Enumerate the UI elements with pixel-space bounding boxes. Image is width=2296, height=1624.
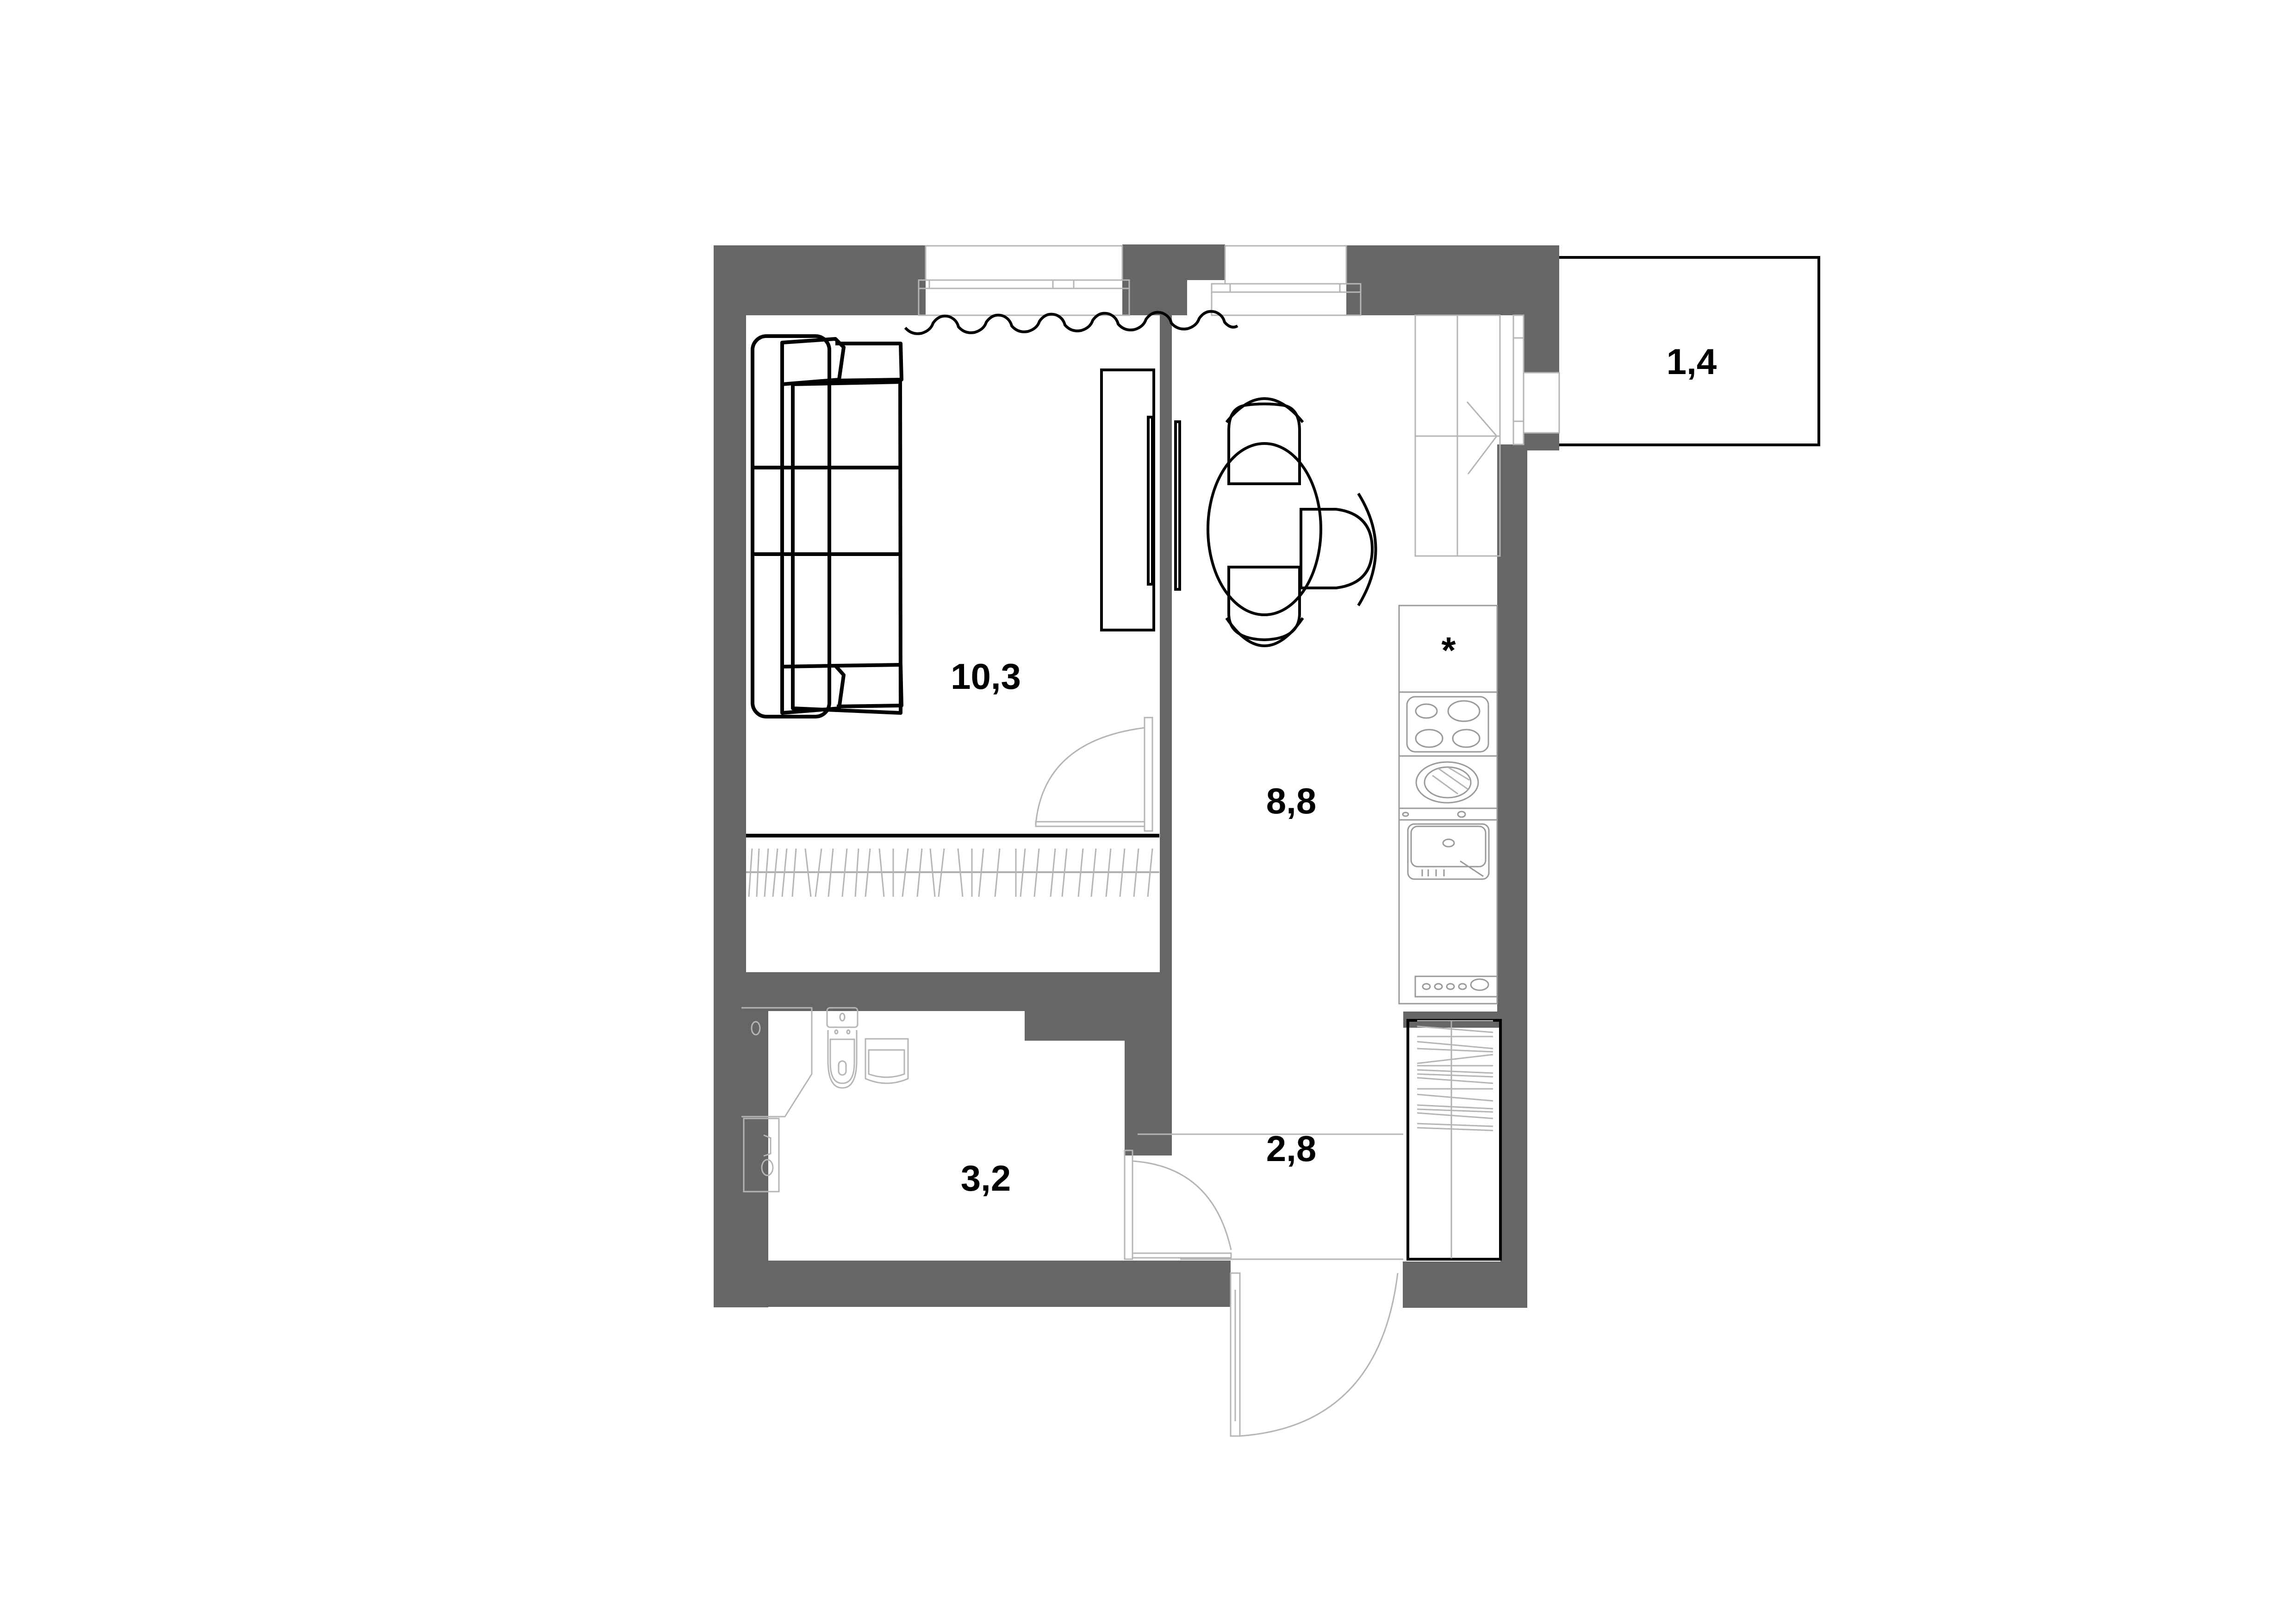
room-area-hallway: 2,8	[1266, 1128, 1316, 1169]
bathroom-door	[1124, 1149, 1232, 1260]
room-area-balcony: 1,4	[1667, 341, 1717, 382]
window-kitchen	[1211, 245, 1362, 316]
living-room-door	[1035, 717, 1153, 832]
entrance-door	[1138, 1133, 1403, 1437]
tv-stand-icon	[1100, 369, 1181, 631]
curtain-icon	[904, 310, 1238, 335]
balcony	[1512, 256, 1820, 446]
room-area-living: 10,3	[951, 656, 1021, 697]
sofa-icon	[751, 334, 903, 718]
kitchen-marker: *	[1441, 630, 1456, 671]
window-living	[918, 245, 1130, 316]
dining-table-icon	[1207, 397, 1377, 647]
hallway-wardrobe	[1406, 1019, 1502, 1261]
kitchen-counter	[1398, 605, 1498, 1005]
walls	[714, 244, 1559, 1308]
room-area-kitchen: 8,8	[1266, 781, 1316, 821]
room-area-bathroom: 3,2	[961, 1158, 1011, 1199]
bathroom-fixtures	[741, 1007, 909, 1193]
kitchen-cabinet	[1414, 314, 1501, 557]
living-room-wardrobe	[746, 834, 1159, 897]
